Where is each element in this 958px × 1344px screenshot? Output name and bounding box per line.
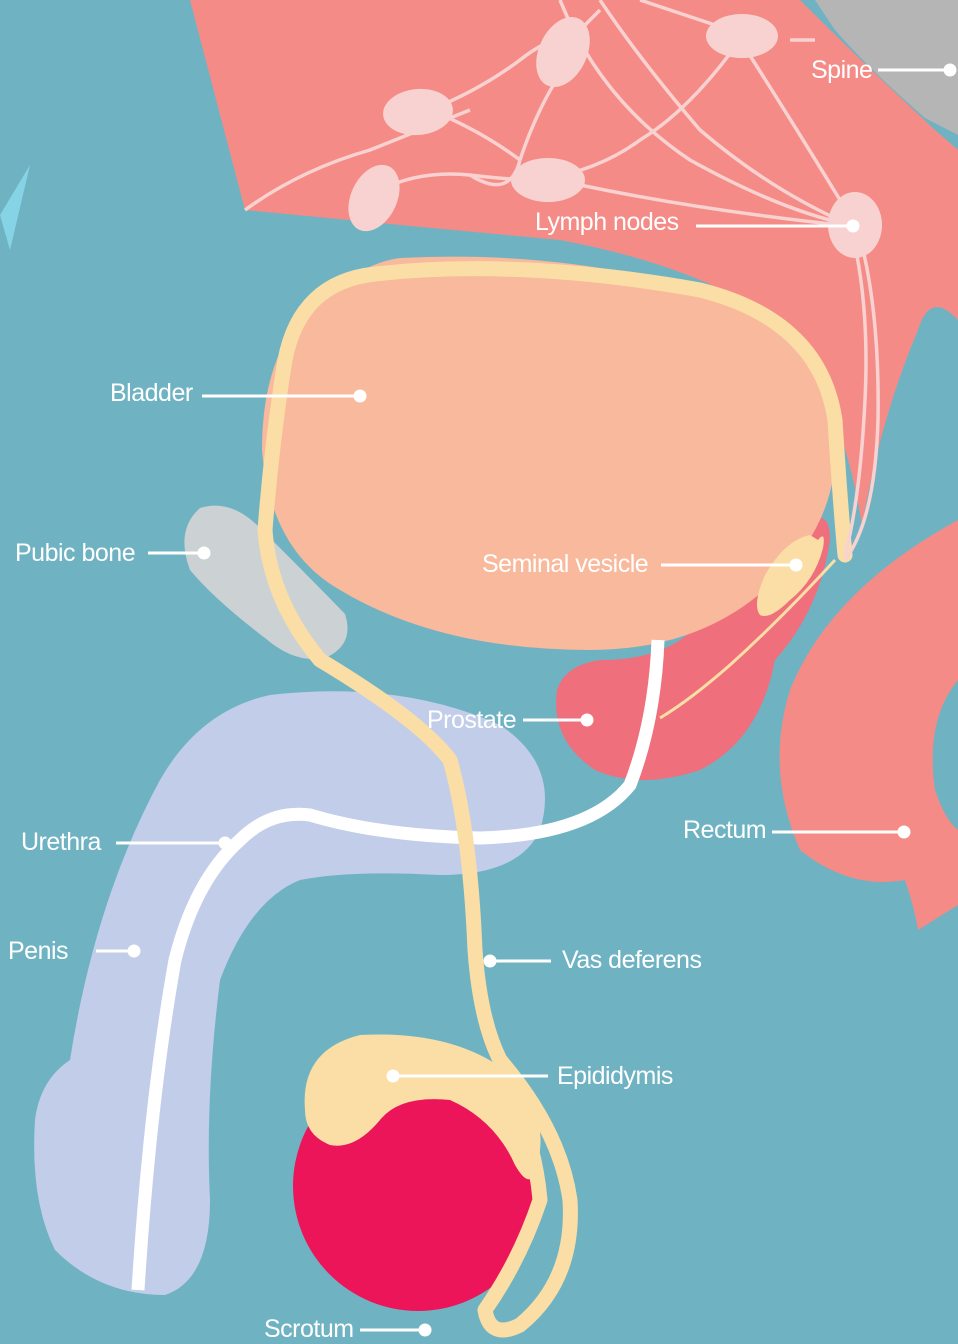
label-seminal-vesicle: Seminal vesicle [482, 549, 648, 579]
label-penis: Penis [8, 936, 68, 966]
lymph-node [706, 14, 778, 58]
vas-dot [485, 956, 495, 966]
lymph-dot [848, 221, 858, 231]
pubic-dot [199, 548, 209, 558]
label-lymph-nodes: Lymph nodes [535, 207, 679, 237]
label-bladder: Bladder [110, 378, 193, 408]
prostate-dot [582, 715, 592, 725]
label-vas-deferens: Vas deferens [562, 945, 701, 975]
rectum-dot [899, 827, 909, 837]
label-rectum: Rectum [683, 815, 766, 845]
vesicle-dot [791, 560, 801, 570]
label-scrotum: Scrotum [264, 1314, 354, 1344]
epididymis-dot [388, 1071, 398, 1081]
label-epididymis: Epididymis [557, 1061, 673, 1091]
scrotum-dot [420, 1325, 430, 1335]
bladder-dot [355, 391, 365, 401]
label-spine: Spine [811, 55, 872, 85]
label-pubic-bone: Pubic bone [15, 538, 135, 568]
spine-dot [945, 65, 955, 75]
label-prostate: Prostate [427, 705, 516, 735]
urethra-dot [220, 838, 230, 848]
label-urethra: Urethra [21, 827, 101, 857]
penis-dot [129, 946, 139, 956]
lymph-node [511, 158, 585, 202]
